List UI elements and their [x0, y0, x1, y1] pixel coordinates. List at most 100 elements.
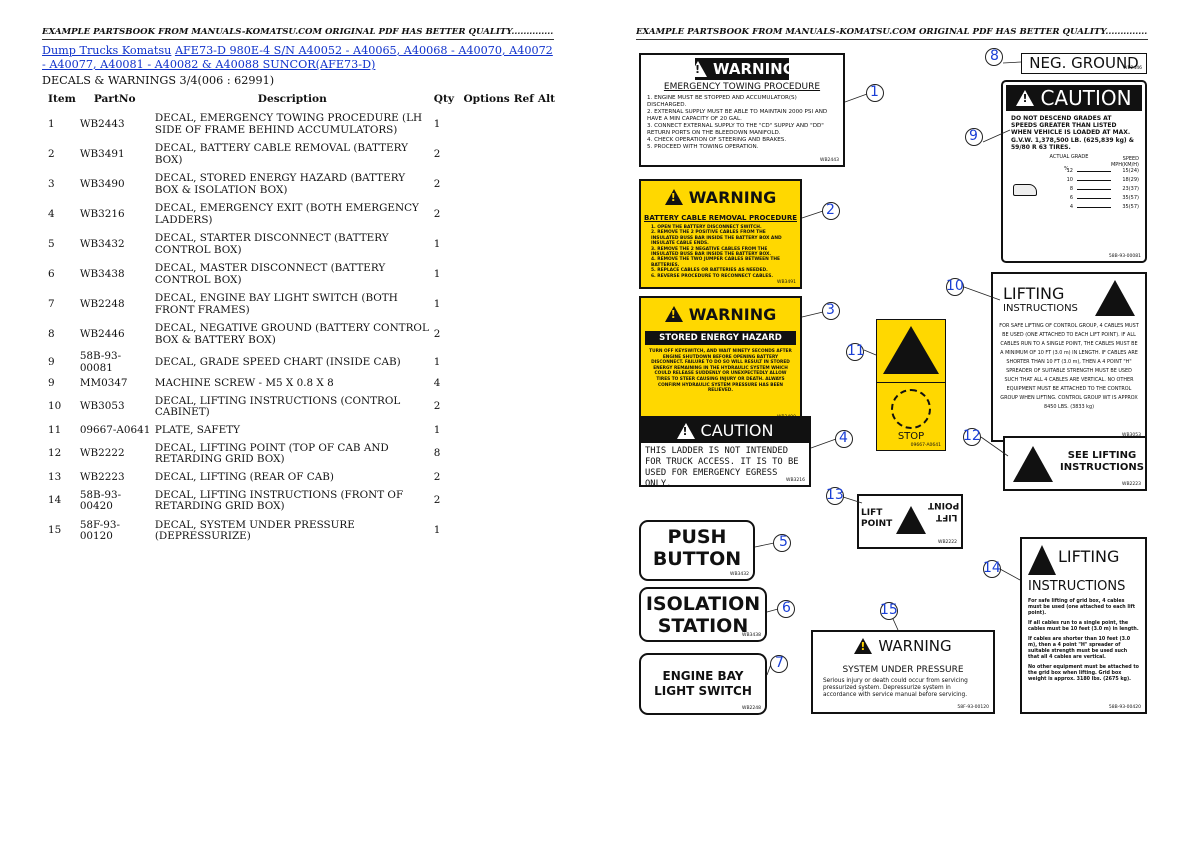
callout-circle — [880, 602, 898, 620]
page2-header: EXAMPLE PARTSBOOK FROM MANUALS-KOMATSU.C… — [636, 26, 1148, 40]
cell-empty — [536, 230, 557, 260]
cell-description: DECAL, STARTER DISCONNECT (BATTERY CONTR… — [154, 232, 389, 256]
grade-line — [1077, 180, 1111, 182]
grade-value: 12 — [1066, 168, 1073, 175]
decal-engine-bay-light-switch: ENGINE BAY LIGHT SWITCH WB2248 — [639, 653, 767, 715]
cell-empty — [461, 422, 511, 439]
cell-qty: 2 — [433, 494, 441, 507]
decal-left1: LIFT — [861, 508, 883, 518]
cell-item: 3 — [48, 178, 55, 191]
speed-value: 35(57) — [1122, 204, 1139, 211]
cell-empty — [536, 516, 557, 546]
decal-system-under-pressure: WARNING SYSTEM UNDER PRESSURE Serious in… — [811, 630, 995, 714]
speed-label: SPEED MPH(KM/H) — [1110, 156, 1139, 169]
page1-header: EXAMPLE PARTSBOOK FROM MANUALS-KOMATSU.C… — [42, 26, 554, 40]
grade-line — [1077, 207, 1111, 209]
cell-empty — [536, 439, 557, 469]
grade-value: 4 — [1069, 204, 1073, 211]
cell-partno: 58F-93-00120 — [79, 518, 121, 543]
cell-empty — [512, 200, 536, 230]
decal-title: CAUTION — [1040, 86, 1132, 110]
cell-empty — [461, 469, 511, 486]
cell-empty — [461, 439, 511, 469]
lifting-hook-icon — [1095, 280, 1135, 316]
decal-emergency-towing: WARNING EMERGENCY TOWING PROCEDURE 1. EN… — [639, 53, 845, 167]
decal-subtitle: INSTRUCTIONS — [1028, 579, 1126, 594]
cell-qty: 4 — [433, 376, 441, 389]
decal-tag: 58F-93-00120 — [957, 705, 989, 710]
cell-item: 2 — [48, 148, 55, 161]
cell-empty — [461, 486, 511, 516]
section-title: DECALS & WARNINGS 3/4(006 : 62991) — [42, 74, 275, 87]
decal-line: 1. OPEN THE BATTERY DISCONNECT SWITCH. — [651, 225, 762, 230]
cell-empty — [461, 290, 511, 320]
cell-partno: WB2222 — [79, 447, 125, 460]
cell-qty: 2 — [433, 208, 441, 221]
decal-body: Serious injury or death could occur from… — [823, 678, 968, 698]
cell-empty — [512, 260, 536, 290]
decal-right2: LIFT — [935, 512, 957, 522]
callout-number: 9 — [969, 128, 978, 144]
parts-table: Item PartNo Description Qty Options Ref … — [42, 89, 557, 546]
decal-tag: 09667-A0641 — [910, 443, 941, 448]
grade-line — [1077, 171, 1111, 173]
cell-qty: 1 — [433, 524, 441, 537]
speed-value: 15(24) — [1122, 168, 1139, 175]
cell-empty — [536, 422, 557, 439]
cell-description: DECAL, STORED ENERGY HAZARD (BATTERY BOX… — [154, 172, 406, 196]
cell-empty — [512, 170, 536, 200]
warning-triangle-icon — [664, 306, 683, 322]
breadcrumb-link-model[interactable]: AFE73-D 980E-4 S/N A40052 - A40065, A400… — [42, 44, 553, 71]
cell-empty — [461, 200, 511, 230]
decal-body: DO NOT DESCEND GRADES AT SPEEDS GREATER … — [1011, 115, 1134, 151]
callout-number: 13 — [826, 487, 844, 503]
cell-description: DECAL, SYSTEM UNDER PRESSURE (DEPRESSURI… — [154, 518, 355, 543]
cell-description: DECAL, LIFTING (REAR OF CAB) — [154, 470, 334, 483]
cell-qty: 1 — [433, 238, 441, 251]
col-item: Item — [48, 93, 76, 105]
decal-lift-point: LIFT POINT POINT LIFT WB2222 — [857, 494, 963, 549]
parts-list-panel: Dump Trucks Komatsu AFE73-D 980E-4 S/N A… — [42, 44, 557, 546]
cell-empty — [512, 140, 536, 170]
decal-line2: LIGHT SWITCH — [654, 684, 752, 698]
cell-item: 15 — [48, 524, 62, 537]
cell-qty: 8 — [433, 447, 441, 460]
decal-line: 3. REMOVE THE 2 NEGATIVE CABLES FROM THE… — [651, 246, 772, 258]
decal-title: WARNING — [688, 304, 777, 324]
col-qty: Qty — [433, 93, 455, 105]
callout-number: 7 — [775, 655, 784, 671]
grade-unit: % — [1064, 166, 1069, 173]
decal-tag: WB2222 — [938, 540, 957, 545]
cell-empty — [512, 230, 536, 260]
callout-circle — [773, 534, 791, 552]
cell-partno: WB3216 — [79, 208, 125, 221]
cell-partno: WB2248 — [79, 298, 125, 311]
cell-qty: 1 — [433, 355, 441, 368]
breadcrumb-link-dump-trucks[interactable]: Dump Trucks Komatsu — [42, 44, 172, 57]
cell-description: PLATE, SAFETY — [154, 423, 240, 436]
callout-number: 15 — [880, 602, 898, 618]
cell-item: 8 — [48, 328, 55, 341]
decal-line: 5. PROCEED WITH TOWING OPERATION. — [647, 144, 759, 150]
decal-title: LIFTING — [1003, 284, 1065, 303]
cell-empty — [461, 140, 511, 170]
decal-subtitle: BATTERY CABLE REMOVAL PROCEDURE — [644, 214, 797, 222]
decal-stored-energy-hazard: WARNING STORED ENERGY HAZARD TURN OFF KE… — [639, 296, 802, 424]
cell-empty — [536, 375, 557, 392]
cell-item: 14 — [48, 494, 62, 507]
cell-empty — [536, 350, 557, 375]
decal-line: 6. REVERSE PROCEDURE TO RECONNECT CABLES… — [651, 273, 774, 279]
speed-value: 23(37) — [1122, 186, 1139, 193]
cell-empty — [536, 110, 557, 140]
cell-empty — [512, 469, 536, 486]
cell-description: DECAL, LIFTING INSTRUCTIONS (CONTROL CAB… — [154, 394, 401, 419]
cell-qty: 1 — [433, 423, 441, 436]
decal-tag: WB2248 — [742, 706, 761, 711]
callout-number: 12 — [963, 428, 981, 444]
decal-line1: ISOLATION — [645, 593, 761, 615]
cell-partno: MM0347 — [79, 376, 128, 389]
cell-qty: 1 — [433, 298, 441, 311]
